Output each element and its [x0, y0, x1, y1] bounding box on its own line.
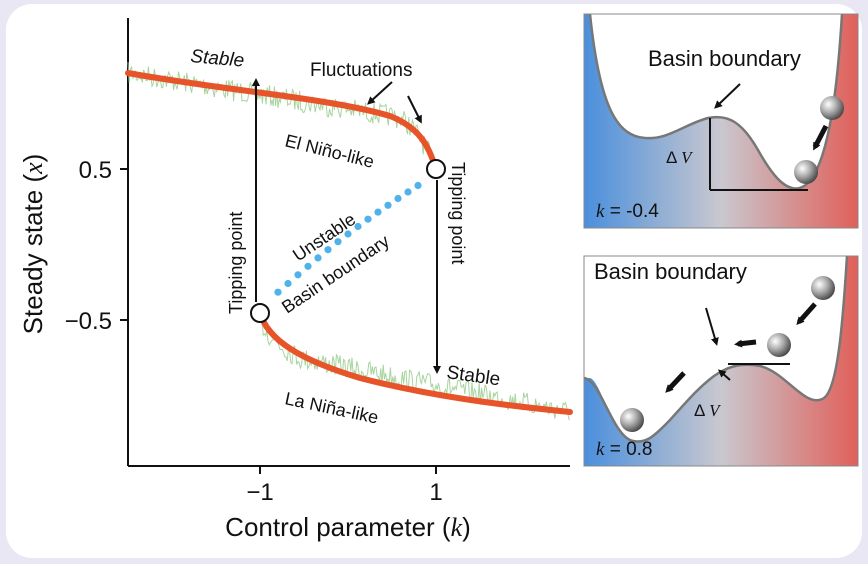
unstable-branch-dot — [404, 188, 412, 196]
bifurcation-plot: 0.5 −0.5 −1 1 Control parameter (k) Stea… — [18, 18, 573, 542]
unstable-branch-dot — [384, 201, 392, 209]
ball-bottom-high — [811, 276, 835, 300]
fluctuation-noise-upper — [127, 61, 433, 156]
boundary-arrow-bottom — [705, 307, 719, 346]
ball-bottom-valley — [620, 408, 644, 432]
label-el-nino: El Niño-like — [283, 130, 376, 171]
ball-arrow-bottom-left — [665, 371, 686, 393]
unstable-branch-dot — [364, 215, 372, 223]
y-axis-title: Steady state (x) — [18, 154, 48, 335]
tipping-point-marker-left — [250, 303, 270, 323]
potential-panel-bottom: Basin boundary Δ V k = 0.8 — [583, 255, 859, 467]
unstable-branch-dot — [414, 181, 422, 190]
ball-top-high — [820, 96, 844, 120]
label-stable-top: Stable — [190, 46, 246, 72]
stable-branch-upper — [125, 70, 439, 172]
unstable-branch-dot — [294, 271, 302, 279]
panel-top-title: Basin boundary — [648, 46, 801, 71]
k-label-bottom: k = 0.8 — [596, 439, 653, 460]
label-tipping-right: Tipping point — [448, 162, 468, 264]
fluctuation-arrow-right — [407, 95, 422, 124]
tipping-point-marker-right — [426, 159, 446, 179]
ball-top-valley — [794, 160, 818, 184]
potential-panel-top: Basin boundary Δ V k = -0.4 — [583, 13, 859, 229]
dv-label-top: Δ V — [666, 148, 694, 167]
ball-arrow-bottom-middle — [734, 339, 757, 348]
y-tick-label-lower: −0.5 — [65, 308, 112, 335]
unstable-branch — [274, 181, 422, 296]
k-label-top: k = -0.4 — [596, 201, 659, 222]
unstable-branch-dot — [394, 194, 402, 203]
ball-bottom-shelf — [767, 333, 791, 357]
panel-frame-top — [583, 13, 859, 229]
unstable-branch-dot — [344, 230, 352, 238]
label-tipping-left: Tipping point — [226, 212, 246, 314]
label-fluctuations: Fluctuations — [310, 60, 412, 81]
unstable-branch-dot — [304, 262, 312, 270]
unstable-branch-dot — [374, 208, 382, 216]
label-la-nina: La Niña-like — [283, 388, 380, 427]
potential-fill-top — [584, 14, 858, 228]
dv-label-bottom: Δ V — [694, 401, 722, 420]
potential-fill-bottom — [584, 256, 858, 466]
unstable-branch-dot — [324, 246, 332, 254]
boundary-arrow-top — [714, 83, 741, 109]
label-stable-bottom: Stable — [445, 362, 501, 390]
unstable-branch-dot — [334, 238, 342, 246]
panel-bottom-title: Basin boundary — [594, 259, 747, 284]
x-tick-label-right: 1 — [429, 479, 442, 506]
unstable-branch-dot — [284, 279, 292, 288]
unstable-branch-dot — [274, 288, 282, 296]
potential-curve-top — [588, 13, 844, 190]
unstable-branch-dot — [314, 254, 322, 262]
y-tick-label-upper: 0.5 — [79, 157, 112, 184]
panel-frame-bottom — [583, 255, 859, 467]
x-axis-title: Control parameter (k) — [225, 512, 471, 542]
fluctuation-arrow-left — [367, 81, 393, 105]
stable-branch-lower — [257, 310, 573, 415]
dv-arrow-bottom — [718, 369, 731, 381]
unstable-branch-dot — [354, 222, 362, 231]
ball-arrow-bottom-right — [796, 302, 817, 325]
x-tick-label-left: −1 — [246, 479, 273, 506]
ball-arrow-top — [812, 124, 829, 151]
